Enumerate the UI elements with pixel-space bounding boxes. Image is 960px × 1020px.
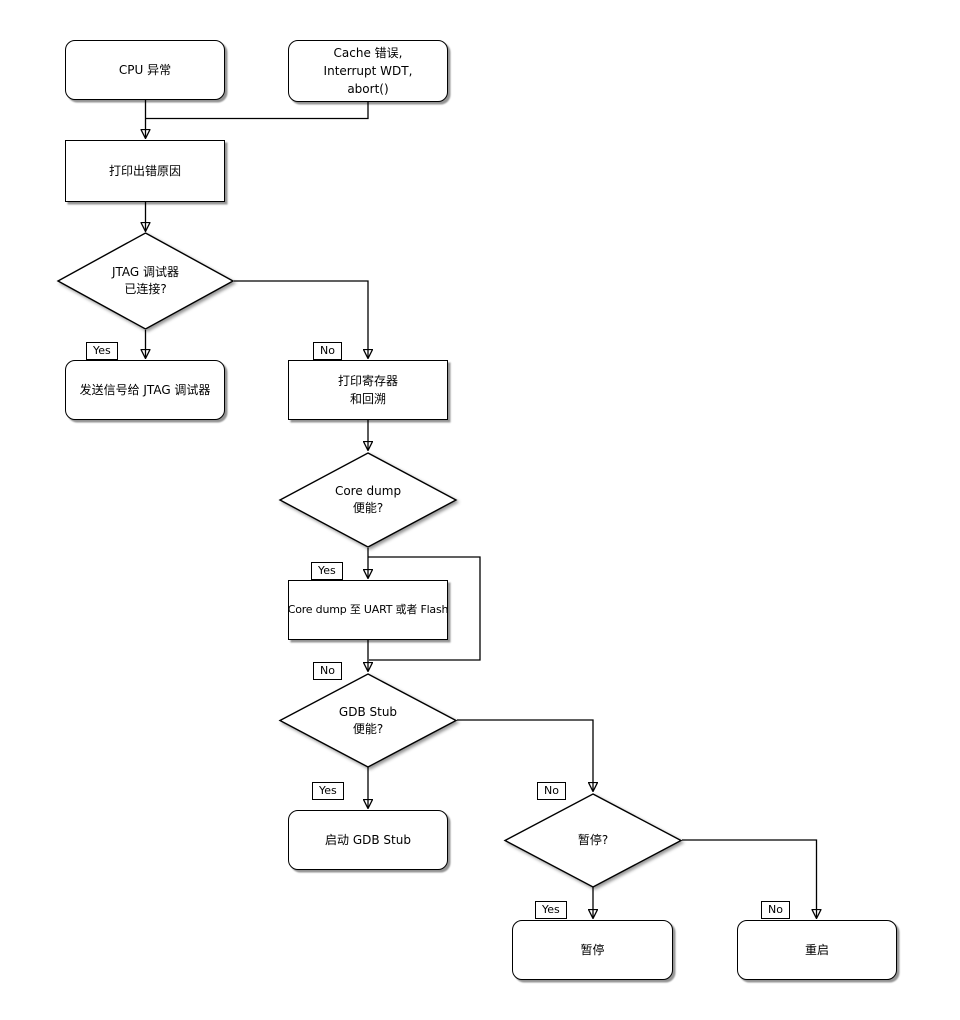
halt-question-label: 暂停? bbox=[577, 833, 609, 847]
node-reboot-label: 重启 bbox=[804, 943, 829, 957]
node-cpu-exception-label: CPU 异常 bbox=[118, 63, 172, 77]
edge-halt-no bbox=[682, 839, 817, 918]
decision-halt: 暂停? bbox=[503, 793, 683, 888]
decision-gdbstub-enabled: GDB Stub 便能? bbox=[278, 673, 458, 768]
decision-coredump-enabled: Core dump 便能? bbox=[278, 452, 458, 548]
jtag-line1: JTAG 调试器 bbox=[111, 265, 180, 279]
gdbstub-line2: 便能? bbox=[352, 721, 384, 736]
decision-coredump-enabled-text: Core dump 便能? bbox=[279, 452, 457, 548]
diamond-shape-halt bbox=[503, 793, 683, 888]
decision-jtag-connected-text: JTAG 调试器 已连接? bbox=[57, 232, 234, 330]
node-coredump-uart-label: Core dump 至 UART 或者 Flash bbox=[287, 603, 449, 616]
edge-label-coredump-no: No bbox=[313, 662, 342, 680]
diamond-shape-coredump bbox=[278, 452, 458, 548]
edge-gdbstub-no bbox=[457, 719, 593, 791]
coredump-line2: 便能? bbox=[352, 501, 384, 515]
node-start-gdbstub: 启动 GDB Stub bbox=[288, 810, 448, 870]
node-start-gdbstub-label: 启动 GDB Stub bbox=[325, 833, 411, 847]
edge-label-gdbstub-yes: Yes bbox=[312, 782, 344, 800]
node-send-signal-label: 发送信号给 JTAG 调试器 bbox=[79, 383, 211, 397]
node-print-cause: 打印出错原因 bbox=[65, 140, 225, 202]
edge-label-halt-yes: Yes bbox=[535, 901, 567, 919]
node-print-cause-label: 打印出错原因 bbox=[108, 164, 181, 178]
node-print-registers-line1: 打印寄存器 bbox=[337, 374, 398, 388]
node-cpu-exception: CPU 异常 bbox=[65, 40, 225, 100]
node-cache-error-line2: Interrupt WDT, bbox=[323, 64, 413, 78]
coredump-line1: Core dump bbox=[334, 484, 402, 498]
decision-gdbstub-enabled-text: GDB Stub 便能? bbox=[279, 673, 457, 768]
diamond-shape-gdbstub bbox=[278, 673, 458, 768]
node-cache-error-line1: Cache 错误, bbox=[333, 46, 403, 60]
edge-cache-merge-line bbox=[146, 102, 369, 120]
node-print-registers-line2: 和回溯 bbox=[349, 392, 386, 406]
node-cache-error: Cache 错误, Interrupt WDT, abort() bbox=[288, 40, 448, 102]
node-halt-label: 暂停 bbox=[580, 943, 605, 957]
edge-coredump-no-bypass bbox=[368, 556, 481, 661]
edge-label-jtag-yes: Yes bbox=[86, 342, 118, 360]
node-reboot: 重启 bbox=[737, 920, 897, 980]
decision-halt-text: 暂停? bbox=[504, 793, 682, 888]
node-coredump-uart: Core dump 至 UART 或者 Flash bbox=[288, 580, 448, 640]
node-send-signal: 发送信号给 JTAG 调试器 bbox=[65, 360, 225, 420]
edge-label-halt-no: No bbox=[761, 901, 790, 919]
edge-label-jtag-no: No bbox=[313, 342, 342, 360]
node-halt: 暂停 bbox=[512, 920, 673, 980]
decision-jtag-connected: JTAG 调试器 已连接? bbox=[56, 232, 235, 330]
edge-label-coredump-yes: Yes bbox=[311, 562, 343, 580]
node-cache-error-line3: abort() bbox=[347, 82, 389, 96]
diamond-shape-jtag bbox=[56, 232, 235, 330]
gdbstub-line1: GDB Stub bbox=[338, 704, 398, 719]
jtag-line2: 已连接? bbox=[124, 282, 167, 296]
edge-jtag-no bbox=[234, 280, 368, 358]
node-print-registers: 打印寄存器 和回溯 bbox=[288, 360, 448, 420]
edge-label-gdbstub-no: No bbox=[537, 782, 566, 800]
